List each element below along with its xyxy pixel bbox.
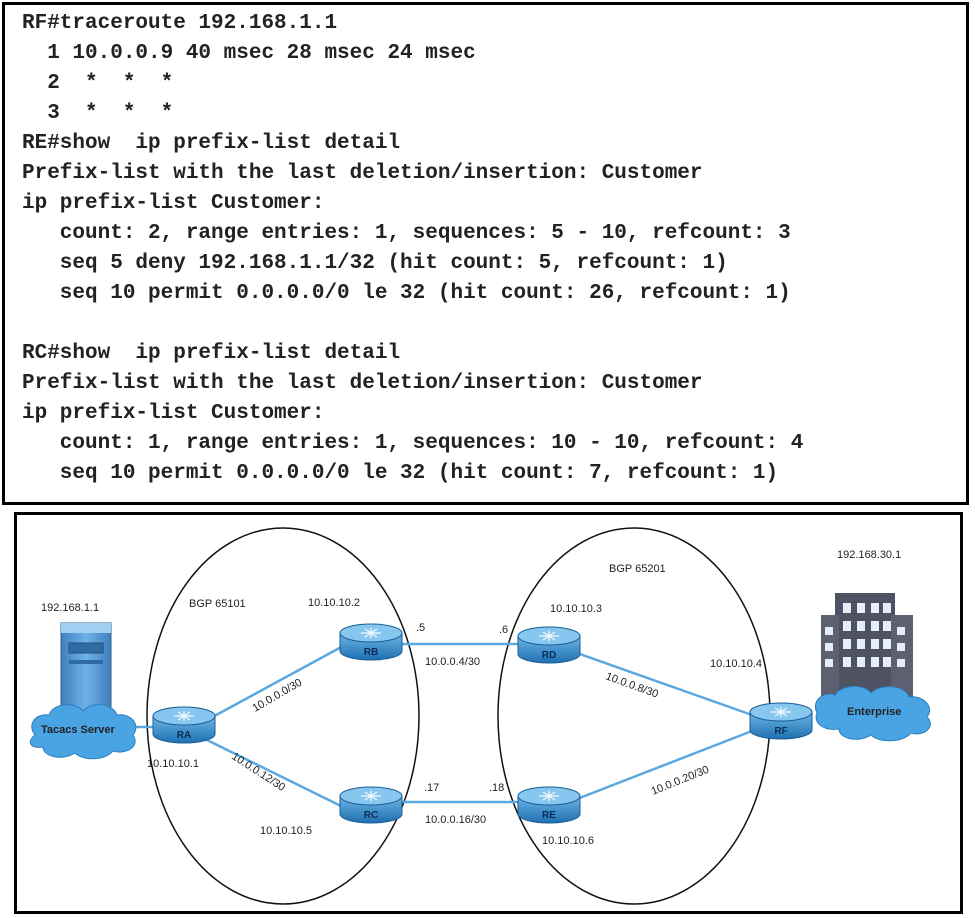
- subnet-rc-re: 10.0.0.16/30: [425, 814, 486, 826]
- router-rf-label: RF: [774, 726, 787, 737]
- enterprise-building-icon: [821, 593, 913, 698]
- cli-line: RF#traceroute 192.168.1.1: [22, 12, 338, 35]
- router-ra-label: RA: [177, 730, 191, 741]
- cli-line: 2 * * *: [22, 72, 174, 95]
- topology-diagram: RA RB RC RD RE RF BGP 65101 BGP 65201 19…: [14, 512, 963, 914]
- link-re-rf: [576, 729, 753, 801]
- enterprise-cloud-icon: [815, 686, 931, 742]
- subnet-rd-rf: 10.0.0.8/30: [604, 671, 660, 701]
- cli-line: 3 * * *: [22, 102, 174, 125]
- hostid-rc-side: .17: [424, 782, 439, 794]
- router-re-loopback: 10.10.10.6: [542, 835, 594, 847]
- link-rd-rf: [576, 651, 753, 717]
- cli-line: 1 10.0.0.9 40 msec 28 msec 24 msec: [22, 42, 476, 65]
- router-rb-loopback: 10.10.10.2: [308, 597, 360, 609]
- enterprise-ip-label: 192.168.30.1: [837, 549, 901, 561]
- topology-svg: RA RB RC RD RE RF BGP 65101 BGP 65201 19…: [29, 527, 931, 905]
- router-rd-loopback: 10.10.10.3: [550, 603, 602, 615]
- tacacs-ip-label: 192.168.1.1: [41, 602, 99, 614]
- router-rc-loopback: 10.10.10.5: [260, 825, 312, 837]
- hostid-rd-side: .6: [499, 624, 508, 636]
- router-re-label: RE: [542, 810, 556, 821]
- as-65201-boundary: [497, 527, 771, 905]
- tacacs-server-label: Tacacs Server: [41, 724, 116, 736]
- enterprise-label: Enterprise: [847, 706, 901, 718]
- as-65101-label: BGP 65101: [189, 598, 246, 610]
- router-rc-label: RC: [364, 810, 378, 821]
- link-ra-rb: [206, 643, 346, 722]
- hostid-re-side: .18: [489, 782, 504, 794]
- cli-line: ip prefix-list Customer:: [22, 402, 325, 425]
- cli-line: seq 5 deny 192.168.1.1/32 (hit count: 5,…: [22, 252, 728, 275]
- cli-line: seq 10 permit 0.0.0.0/0 le 32 (hit count…: [22, 462, 779, 485]
- cli-line: Prefix-list with the last deletion/inser…: [22, 162, 703, 185]
- router-ra-loopback: 10.10.10.1: [147, 758, 199, 770]
- subnet-rb-rd: 10.0.0.4/30: [425, 656, 480, 668]
- cli-line: Prefix-list with the last deletion/inser…: [22, 372, 703, 395]
- subnet-ra-rc: 10.0.0.12/30: [229, 750, 287, 793]
- cli-output-panel: RF#traceroute 192.168.1.1 1 10.0.0.9 40 …: [2, 2, 969, 505]
- router-rf-loopback: 10.10.10.4: [710, 658, 762, 670]
- cli-line: RC#show ip prefix-list detail: [22, 342, 401, 365]
- cli-line: seq 10 permit 0.0.0.0/0 le 32 (hit count…: [22, 282, 791, 305]
- router-rb-label: RB: [364, 647, 378, 658]
- tacacs-cloud-icon: [29, 704, 137, 760]
- as-65201-label: BGP 65201: [609, 563, 666, 575]
- hostid-rb-side: .5: [416, 622, 425, 634]
- as-65101-boundary: [146, 527, 420, 905]
- cli-line: ip prefix-list Customer:: [22, 192, 325, 215]
- subnet-re-rf: 10.0.0.20/30: [650, 764, 711, 798]
- cli-line: RE#show ip prefix-list detail: [22, 132, 401, 155]
- cli-line: count: 1, range entries: 1, sequences: 1…: [22, 432, 804, 455]
- cli-line: count: 2, range entries: 1, sequences: 5…: [22, 222, 791, 245]
- link-ra-rc: [206, 738, 346, 810]
- router-rd-label: RD: [542, 650, 556, 661]
- tacacs-server-icon: [60, 622, 112, 714]
